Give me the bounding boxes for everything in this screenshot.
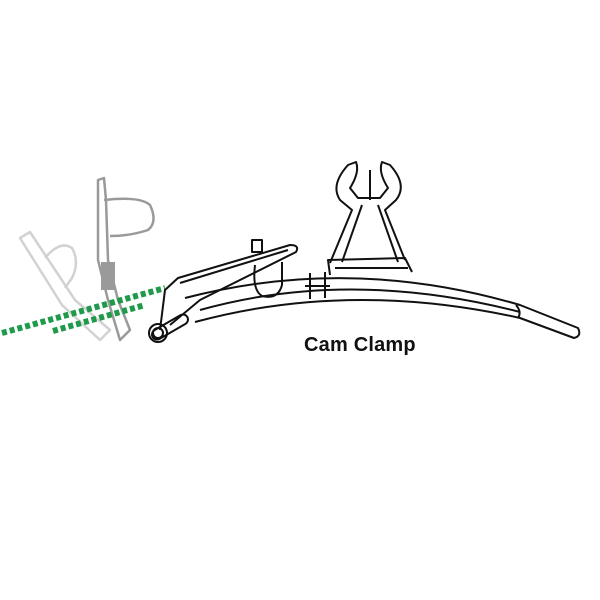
ghost-lever-far [18, 230, 112, 342]
caption-label: Cam Clamp [304, 334, 416, 356]
cam-lever [148, 239, 299, 343]
bar [184, 272, 581, 339]
ghost-lever-mid [96, 176, 155, 342]
motion-dashes [1, 285, 166, 336]
rear-grip [327, 161, 413, 276]
